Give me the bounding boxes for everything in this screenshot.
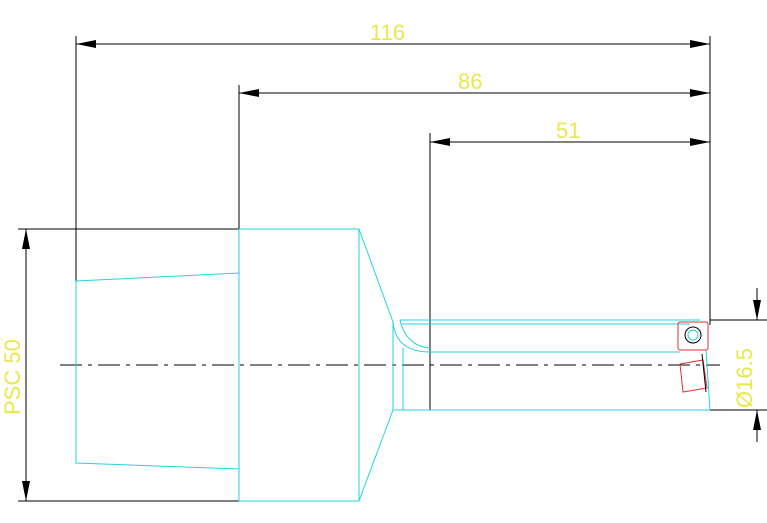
arrowhead-left-icon	[76, 40, 96, 48]
dimension-label-diameter: Ø16.5	[732, 348, 757, 408]
insert-lower-outline	[679, 359, 708, 393]
arrowhead-right-icon	[690, 138, 710, 146]
cone-upper-line	[358, 228, 394, 323]
arrowhead-up-icon	[753, 410, 761, 430]
dimension-label-psc: PSC 50	[0, 339, 25, 415]
extension-lines	[18, 36, 767, 502]
dimension-diameter: Ø16.5	[732, 288, 761, 442]
bar-tip-line	[705, 349, 711, 411]
dimension-label-116: 116	[370, 20, 405, 45]
arrowhead-right-icon	[690, 40, 710, 48]
insert-screw-inner-icon	[687, 329, 699, 341]
arrowhead-down-icon	[753, 300, 761, 320]
arrowhead-left-icon	[430, 138, 450, 146]
arrowhead-up-icon	[22, 229, 30, 249]
psc-coupling-outline	[75, 272, 240, 470]
bar-root-fillet	[392, 321, 431, 353]
arrowhead-left-icon	[239, 89, 259, 97]
insert-edge-line	[701, 353, 707, 393]
arrowhead-down-icon	[22, 481, 30, 501]
dimension-psc-50: PSC 50	[0, 229, 30, 501]
arrowhead-right-icon	[690, 89, 710, 97]
dimension-86: 86	[239, 69, 710, 97]
dimension-label-51: 51	[556, 118, 580, 143]
bar-root-fillet-inner	[399, 319, 431, 349]
tool-body-outline	[75, 228, 711, 502]
insert-screw-icon	[684, 326, 702, 344]
dimension-51: 51	[430, 118, 710, 146]
cutting-insert	[677, 321, 709, 393]
cone-lower-line	[358, 409, 394, 502]
dimension-116: 116	[76, 20, 710, 48]
insert-upper-outline	[677, 321, 709, 351]
flange-outline	[238, 228, 360, 502]
dimension-label-86: 86	[458, 69, 482, 94]
